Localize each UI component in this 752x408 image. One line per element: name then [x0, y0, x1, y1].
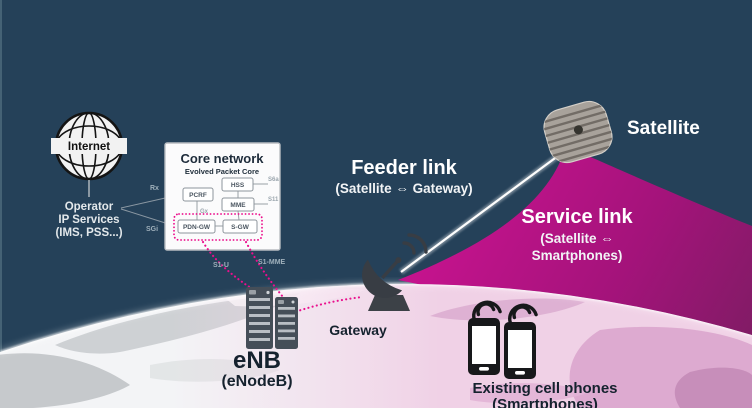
- smartphones-icon: [468, 300, 538, 379]
- interface-label-sgi: SGi: [146, 226, 158, 233]
- service-link-title: Service link: [521, 206, 633, 228]
- epc-node-pcrf-label: PCRF: [189, 192, 207, 199]
- phone-left: [468, 318, 500, 375]
- operator-caption-line1: Operator: [65, 201, 114, 213]
- gateway-signal-arcs: [402, 233, 428, 255]
- operator-caption-line2: IP Services: [58, 214, 119, 226]
- epc-node-pcrf: PCRF: [182, 187, 214, 202]
- service-link-subtitle-line2: Smartphones): [532, 248, 623, 263]
- internet-globe-label: Internet: [68, 141, 110, 153]
- feeder-link-caption: Feeder link (Satellite ⇔ Gateway): [335, 157, 472, 196]
- satellite-label: Satellite: [627, 118, 700, 139]
- interface-label-gx: Gx: [200, 209, 209, 215]
- epc-node-mme-label: MME: [230, 202, 246, 209]
- operator-caption-line3: (IMS, PSS...): [55, 227, 122, 239]
- phone-right: [504, 322, 536, 379]
- core-network-title: Core network: [180, 151, 264, 166]
- core-network-subtitle: Evolved Packet Core: [185, 167, 259, 176]
- internet-globe-icon: Internet: [51, 111, 127, 181]
- core-internal-links: [196, 183, 268, 227]
- epc-gateway-highlight-box: [173, 213, 263, 241]
- epc-node-sgw: S-GW: [222, 219, 258, 234]
- left-edge-highlight: [0, 0, 2, 408]
- interface-label-s11: S11: [268, 197, 279, 203]
- enb-server-icon: [246, 287, 298, 349]
- interface-label-s1u: S1-U: [213, 262, 229, 269]
- satellite-icon: [541, 100, 616, 165]
- gateway-label: Gateway: [329, 322, 387, 338]
- service-link-caption: Service link (Satellite ⇔ Smartphones): [521, 206, 633, 263]
- gateway-dish-icon: [362, 233, 428, 311]
- enb-gateway-dotted-link: [290, 295, 364, 315]
- globe-banner: [51, 138, 127, 154]
- feeder-link-beam: [399, 147, 568, 275]
- service-link-beam: [398, 146, 752, 352]
- operator-ip-services-caption: Operator IP Services (IMS, PSS...): [55, 201, 122, 239]
- earth-continents-pink: [430, 298, 752, 408]
- epc-node-pdngw-label: PDN-GW: [183, 224, 211, 231]
- epc-node-pdngw: PDN-GW: [177, 219, 216, 234]
- enb-subtitle: (eNodeB): [221, 373, 292, 390]
- s1-dotted-links: [201, 240, 364, 315]
- interface-label-s6a: S6a: [268, 177, 279, 183]
- epc-node-hss: HSS: [221, 177, 254, 192]
- epc-node-hss-label: HSS: [231, 182, 245, 189]
- enb-title: eNB: [233, 347, 281, 374]
- phones-subtitle: (Smartphones): [492, 396, 598, 408]
- interface-label-s1mme: S1-MME: [258, 259, 286, 266]
- epc-node-mme: MME: [221, 197, 255, 212]
- phone-signal-arcs: [472, 300, 538, 325]
- epc-node-sgw-label: S-GW: [231, 224, 250, 231]
- core-network-box: Core network Evolved Packet Core HSS MME…: [164, 142, 281, 251]
- service-link-subtitle-line1: (Satellite ⇔: [540, 231, 614, 246]
- interface-label-rx: Rx: [150, 185, 159, 192]
- phones-title: Existing cell phones: [472, 380, 617, 397]
- feeder-link-title: Feeder link: [351, 157, 457, 179]
- feeder-link-subtitle: (Satellite ⇔ Gateway): [335, 181, 472, 196]
